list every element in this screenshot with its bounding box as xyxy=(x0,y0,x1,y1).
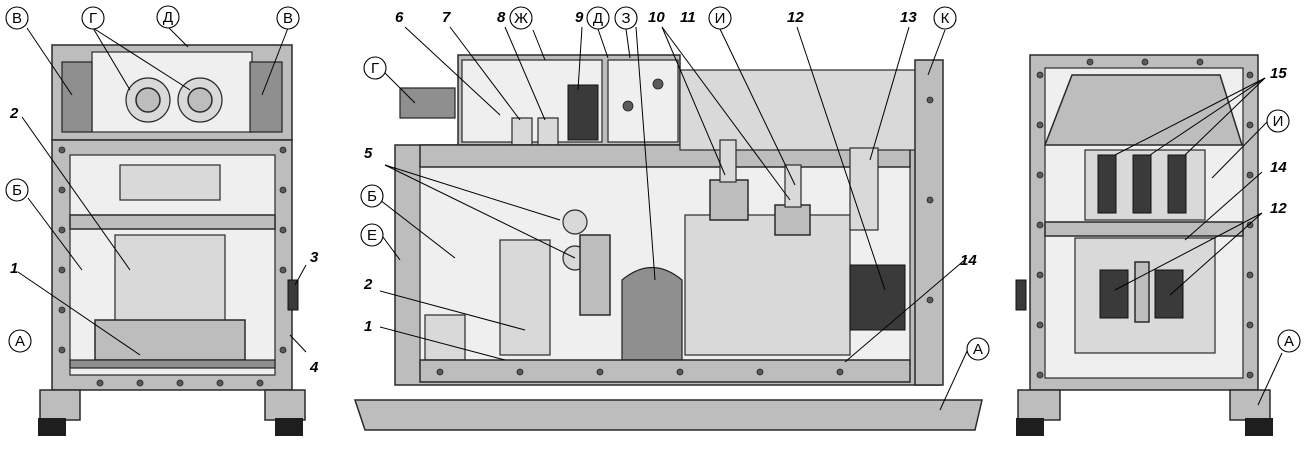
num-5: 5 xyxy=(364,145,373,162)
num-2-left: 2 xyxy=(9,105,19,122)
num-9: 9 xyxy=(575,9,584,26)
side-drive-unit xyxy=(499,239,551,356)
front-breaker-block xyxy=(114,234,226,326)
num-1-left: 1 xyxy=(10,260,18,277)
num-15: 15 xyxy=(1270,65,1287,82)
front-upper-block xyxy=(119,164,221,201)
num-3-left: 3 xyxy=(310,249,319,266)
side-unit-9 xyxy=(567,84,599,141)
number-labels: 2 1 3 4 6 7 8 9 10 11 12 13 5 2 1 14 15 … xyxy=(9,9,1287,376)
num-11: 11 xyxy=(680,9,696,26)
front-top-panel xyxy=(91,51,253,133)
num-2-center: 2 xyxy=(363,276,373,293)
num-12-center: 12 xyxy=(787,9,804,26)
label-b-center: Б xyxy=(367,188,377,205)
side-connector xyxy=(399,87,456,119)
num-14-right: 14 xyxy=(1270,159,1287,176)
label-a-center: А xyxy=(973,341,983,358)
side-base-skid xyxy=(353,399,983,431)
side-unit-12 xyxy=(849,264,906,331)
side-bushing-10 xyxy=(621,267,683,361)
front-view xyxy=(38,44,306,436)
front-handle xyxy=(287,279,299,311)
num-14-center: 14 xyxy=(960,252,977,269)
num-12-right: 12 xyxy=(1270,200,1287,217)
num-8: 8 xyxy=(497,9,506,26)
label-z-center: З xyxy=(621,10,630,27)
label-b-left: Б xyxy=(12,182,22,199)
label-v-left-2: В xyxy=(283,10,293,27)
side-top-rail xyxy=(679,69,921,151)
front-foot-right xyxy=(264,389,306,421)
num-7: 7 xyxy=(442,9,451,26)
label-zh-center: Ж xyxy=(514,10,528,27)
side-transformer-block xyxy=(684,214,851,356)
side-insulator-13 xyxy=(849,147,879,231)
rear-top-hood xyxy=(1043,74,1244,146)
label-d-center: Д xyxy=(593,10,603,27)
label-i-center: И xyxy=(715,10,726,27)
label-g-left: Г xyxy=(89,10,97,27)
front-bolts xyxy=(58,146,287,387)
label-d-left: Д xyxy=(163,9,173,26)
rear-bolts xyxy=(1036,58,1254,379)
num-1-center: 1 xyxy=(364,318,372,335)
num-13: 13 xyxy=(900,9,917,26)
front-connector-right xyxy=(249,61,283,133)
label-g-center: Г xyxy=(371,60,379,77)
rear-foot-right xyxy=(1229,389,1271,421)
front-connector-left xyxy=(61,61,93,133)
letter-labels: В Г Д В Б А Г Ж Д З И К Б Е А И А xyxy=(5,5,1301,361)
rear-handle xyxy=(1015,279,1027,311)
label-i-right: И xyxy=(1273,113,1284,130)
label-k-center: К xyxy=(941,10,950,27)
leader-lines xyxy=(17,26,1283,411)
side-insulator-stack xyxy=(579,234,611,316)
label-a-left: А xyxy=(15,333,25,350)
num-4-left: 4 xyxy=(309,359,319,376)
side-view xyxy=(353,54,983,431)
side-right-panel xyxy=(914,59,944,386)
rear-view xyxy=(1015,54,1273,436)
label-e-center: Е xyxy=(367,227,377,244)
label-v-left-1: В xyxy=(12,10,22,27)
front-foot-left xyxy=(39,389,81,421)
num-10: 10 xyxy=(648,9,665,26)
label-a-right: А xyxy=(1284,333,1294,350)
num-6: 6 xyxy=(395,9,404,26)
side-bolts xyxy=(436,96,934,376)
rear-foot-left xyxy=(1017,389,1061,421)
